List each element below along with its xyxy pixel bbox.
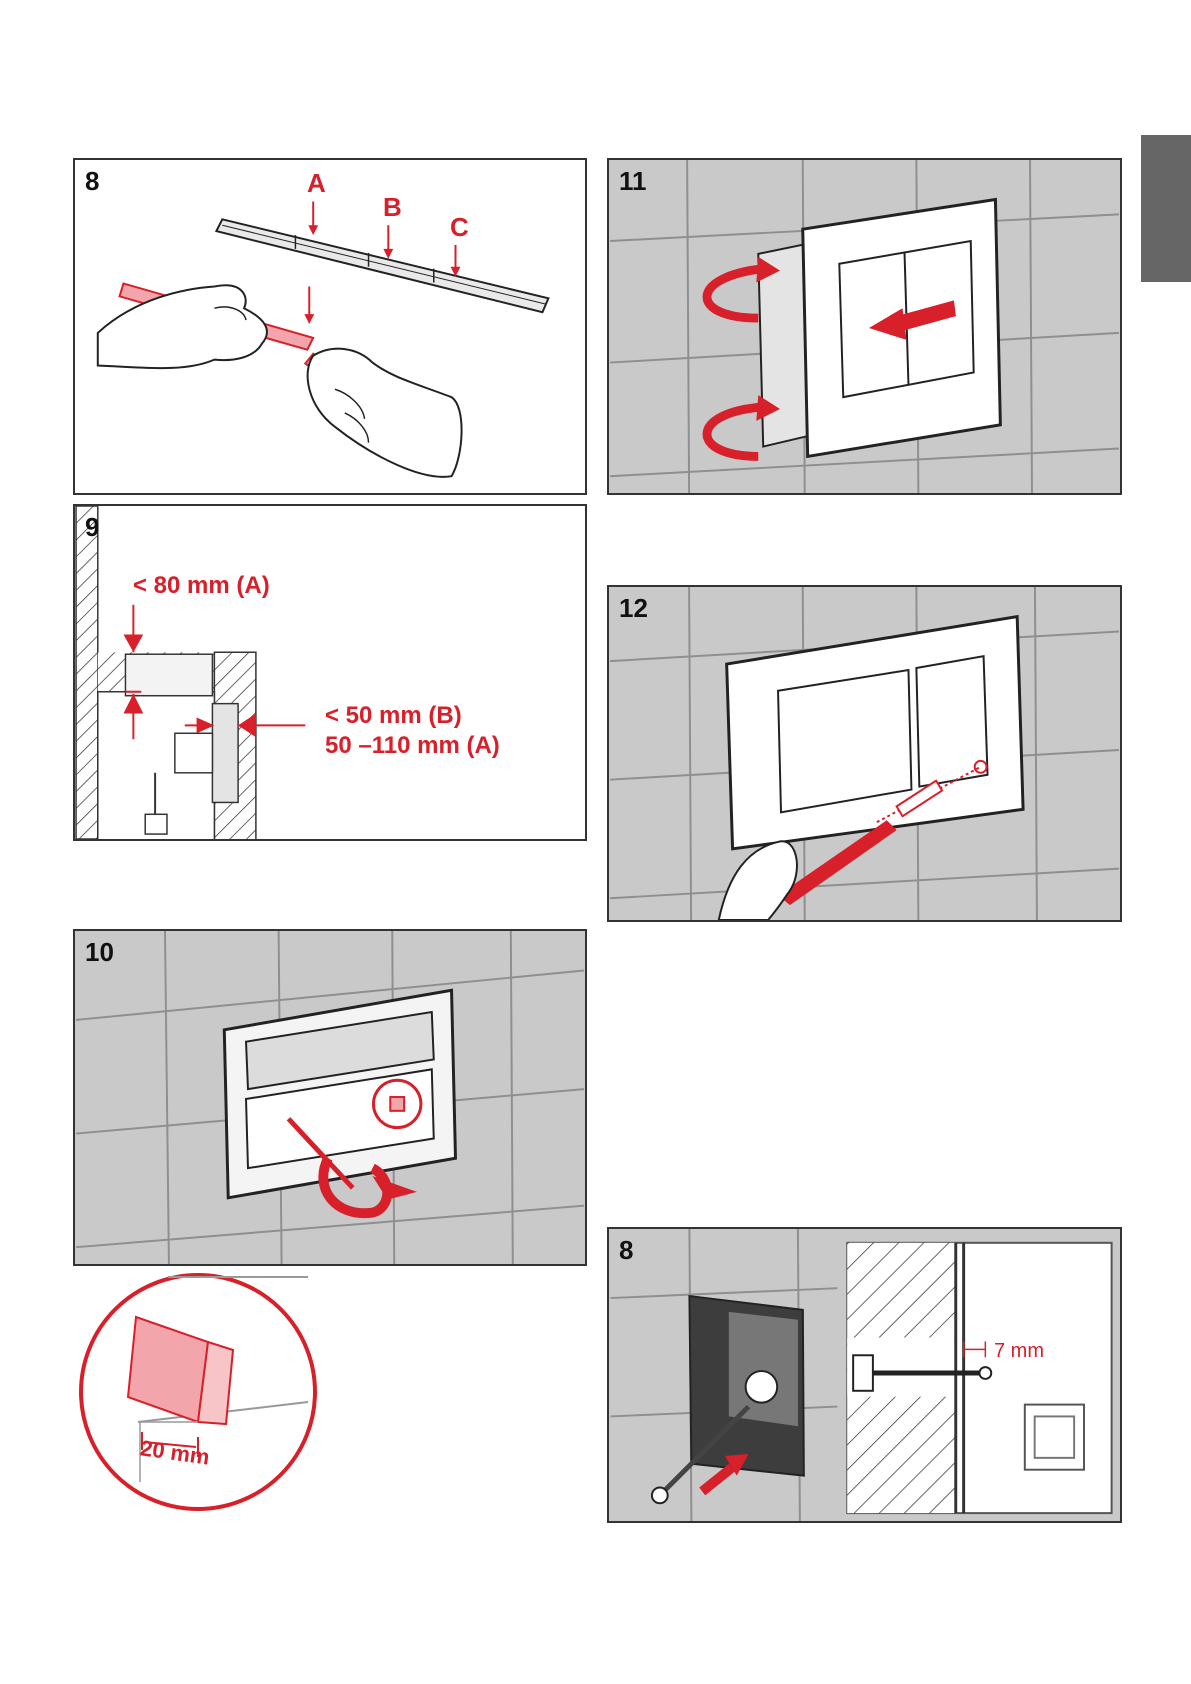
rail-cutting-illustration [75,160,585,493]
panel-number: 10 [85,937,114,968]
detail-magnifier: 20 mm [78,1272,318,1512]
panel-8-cut-rail: 8 A B C [73,158,587,495]
label-b: B [383,192,402,223]
plate-attach-illustration [609,160,1120,493]
frame-on-tiles-illustration [75,931,585,1264]
rod-install-illustration [609,1229,1120,1521]
panel-10-frame-mounting: 10 [73,929,587,1266]
label-c: C [450,212,469,243]
plate-screw-illustration [609,587,1120,920]
panel-9-wall-depth: 9 < 80 mm (A) < 50 mm (B) 50 –110 mm (A) [73,504,587,841]
panel-number: 8 [619,1235,633,1266]
panel-8-rod-install: 8 7 mm [607,1227,1122,1523]
wall-section-illustration [75,506,585,839]
panel-number: 9 [85,512,99,543]
label-a: A [307,168,326,199]
dimension-side-label-1: < 50 mm (B) [325,702,462,730]
clip-detail-illustration [78,1272,318,1512]
panel-number: 8 [85,166,99,197]
dimension-top-label: < 80 mm (A) [133,572,270,600]
panel-12-screw-fix: 12 [607,585,1122,922]
rod-dimension-label: 7 mm [994,1340,1044,1363]
language-side-tab [1141,135,1191,282]
dimension-side-label-2: 50 –110 mm (A) [325,732,500,760]
panel-11-plate-attach: 11 [607,158,1122,495]
panel-number: 12 [619,593,648,624]
panel-number: 11 [619,166,647,197]
